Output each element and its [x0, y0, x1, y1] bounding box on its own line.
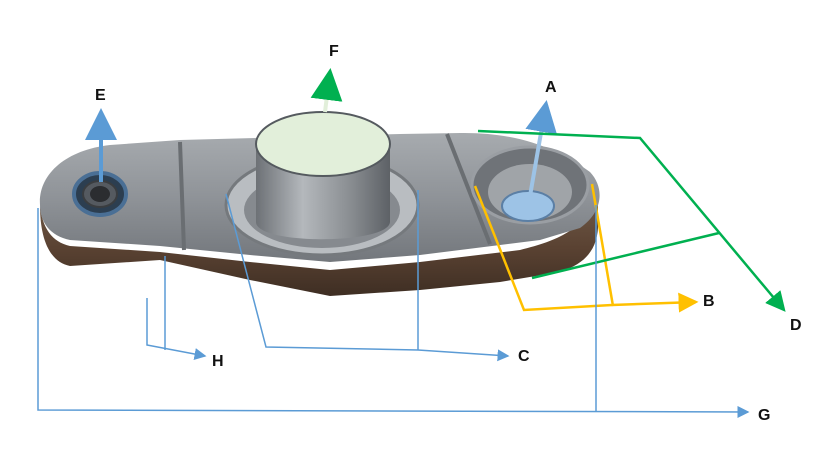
label-e: E [95, 87, 106, 104]
groove-right [445, 133, 492, 245]
plate-part [39, 111, 600, 296]
leader-b [473, 185, 699, 313]
label-g: G [758, 407, 770, 424]
annotation-lines [37, 68, 786, 418]
arrow-a [525, 100, 557, 197]
label-d: D [790, 317, 802, 334]
arrow-f [310, 68, 343, 113]
plate-side-band [40, 200, 599, 296]
leader-d [477, 129, 786, 312]
label-b: B [703, 293, 715, 310]
groove-left [178, 141, 186, 251]
leader-c [225, 193, 510, 362]
hole-bottom [501, 190, 555, 222]
leader-g [37, 208, 750, 418]
leader-h [146, 298, 207, 360]
label-a: A [545, 79, 557, 96]
boss-top-face [255, 111, 391, 177]
label-h: H [212, 353, 224, 370]
label-f: F [329, 43, 339, 60]
label-c: C [518, 348, 530, 365]
